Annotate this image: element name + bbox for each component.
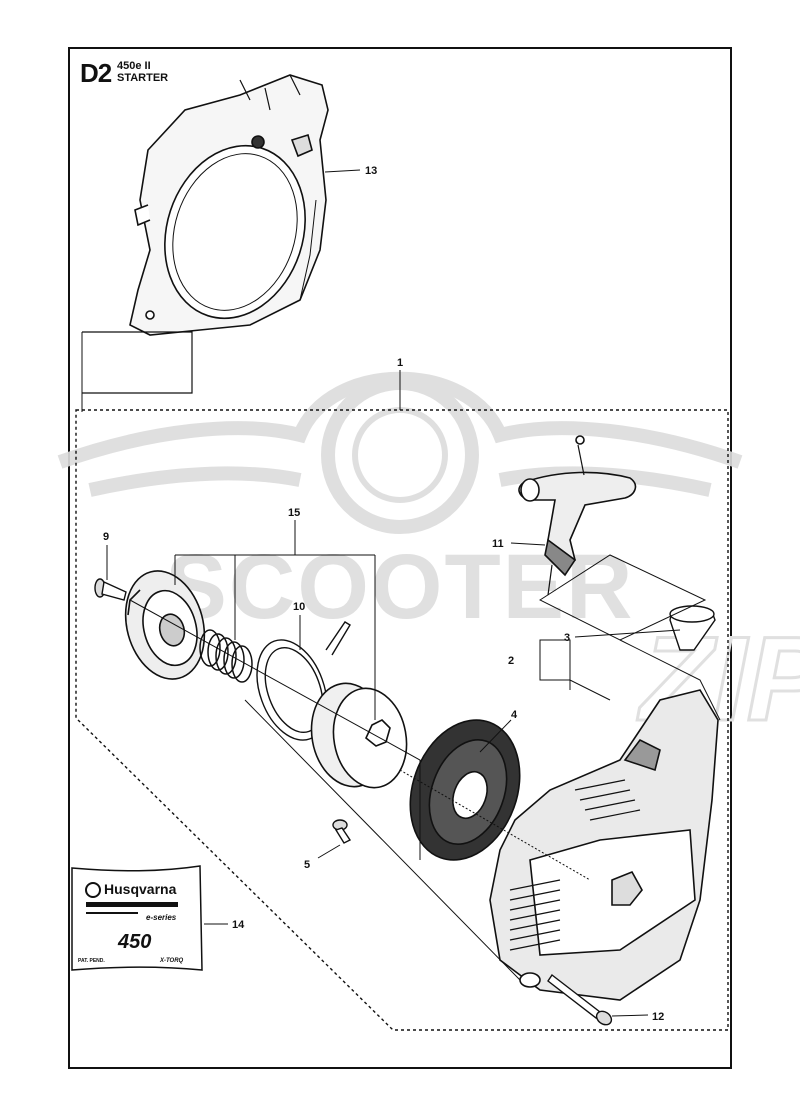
part-11-handle xyxy=(518,435,637,596)
leader-lines xyxy=(106,169,721,1017)
callout-5: 5 xyxy=(304,859,310,871)
part-15-spring xyxy=(199,629,253,683)
page-frame xyxy=(68,47,732,1069)
assembly-axis-dotted xyxy=(399,769,591,881)
callout-2: 2 xyxy=(508,655,514,667)
callout-13: 13 xyxy=(365,165,377,177)
model-name: 450e II xyxy=(117,60,151,72)
part-14-decal xyxy=(71,865,203,971)
part-12-bolt xyxy=(547,973,613,1026)
decal-feature: X-TORQ xyxy=(159,958,184,964)
callout-1: 1 xyxy=(397,357,403,369)
leader-2 xyxy=(539,660,611,701)
watermark-emblem-inner xyxy=(352,407,448,503)
part-2-link xyxy=(619,639,721,721)
callout-12: 12 xyxy=(652,1011,664,1023)
callout-labels: 1 2 3 4 5 9 10 11 12 13 14 15 xyxy=(103,165,664,1023)
decal-model: 450 xyxy=(117,931,151,953)
decal-series: e-series xyxy=(146,913,177,922)
callout-9: 9 xyxy=(103,531,109,543)
assembly-axis-lower xyxy=(244,699,521,981)
leader-2-bracket xyxy=(539,639,571,690)
leader-13 xyxy=(324,169,361,173)
leader-11 xyxy=(510,542,546,546)
section-id: D2 xyxy=(80,58,112,88)
section-name: STARTER xyxy=(117,72,169,84)
leader-3 xyxy=(574,629,681,638)
assembly-axis-left xyxy=(129,599,421,860)
part-15-drum xyxy=(310,682,408,789)
callout-3: 3 xyxy=(564,632,570,644)
part-10-rope xyxy=(256,621,351,741)
part-13-fan-cover xyxy=(129,74,329,336)
leader-4 xyxy=(479,719,512,753)
part-5-screw xyxy=(332,819,352,844)
part-4-spring-cassette xyxy=(409,719,521,861)
callout-11: 11 xyxy=(492,538,504,550)
callout-4: 4 xyxy=(511,709,518,721)
callout-14: 14 xyxy=(232,919,245,931)
part-15-pulley xyxy=(124,570,206,680)
part-3-decal-outline xyxy=(538,554,707,641)
part-9-screw xyxy=(94,578,127,601)
decal-patent: PAT. PEND. xyxy=(78,958,105,964)
part-13-decal-outline xyxy=(82,331,193,394)
callout-10: 10 xyxy=(293,601,305,613)
leader-15-bracket xyxy=(174,520,376,720)
leader-12 xyxy=(611,1014,649,1017)
part-3-grommet xyxy=(669,605,716,651)
decal-brand: Husqvarna xyxy=(104,881,177,897)
leader-5 xyxy=(317,844,341,859)
part-2-starter-housing xyxy=(489,689,719,1001)
callout-15: 15 xyxy=(288,507,300,519)
